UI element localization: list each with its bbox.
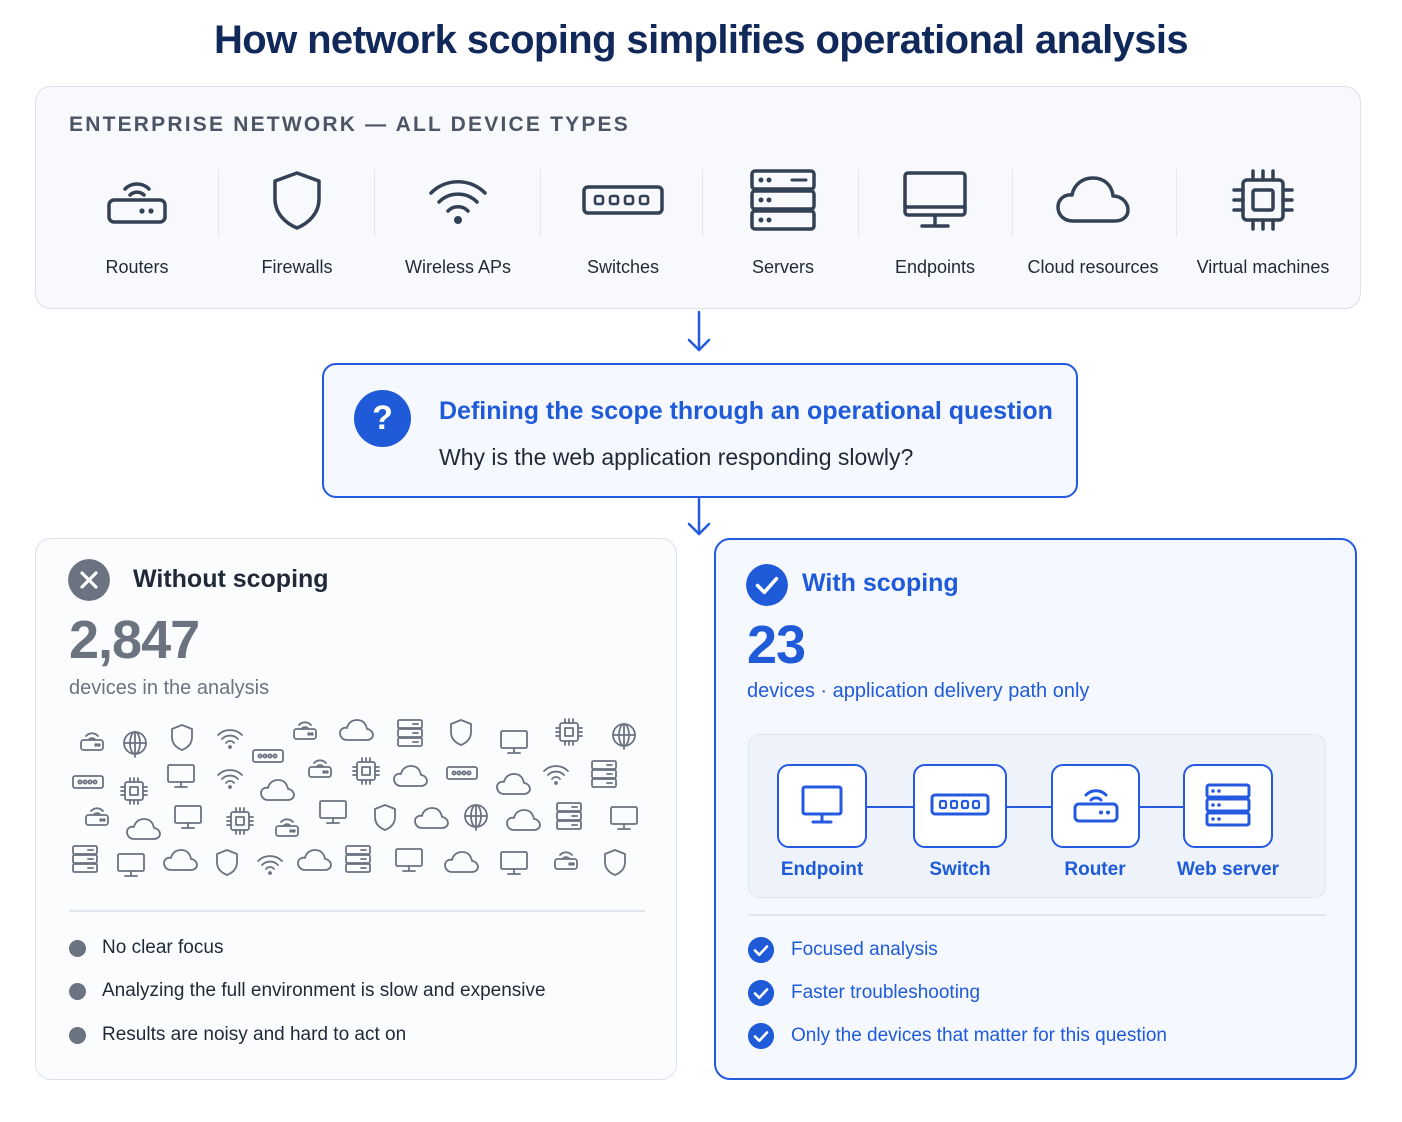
path-label: Switch bbox=[929, 859, 991, 880]
enterprise-network-panel: ENTERPRISE NETWORK — ALL DEVICE TYPES Ro… bbox=[35, 86, 1361, 309]
section-divider bbox=[748, 914, 1326, 916]
bullet-text: Results are noisy and hard to act on bbox=[102, 1024, 407, 1045]
check-icon bbox=[746, 564, 788, 606]
device-count: 2,847 bbox=[69, 610, 200, 670]
device-divider bbox=[218, 169, 219, 237]
enterprise-heading: ENTERPRISE NETWORK — ALL DEVICE TYPES bbox=[69, 113, 630, 136]
monitor-icon bbox=[801, 785, 843, 824]
path-node-endpoint bbox=[777, 764, 867, 848]
down-arrow-icon bbox=[687, 497, 711, 536]
path-node-router bbox=[1051, 764, 1140, 848]
with-scoping-panel: With scoping 23 devices · application de… bbox=[714, 538, 1357, 1080]
section-divider bbox=[69, 910, 645, 912]
bullet-text: Only the devices that matter for this qu… bbox=[791, 1025, 1167, 1046]
check-icon bbox=[748, 937, 774, 963]
question-text: Why is the web application responding sl… bbox=[439, 444, 914, 470]
page-title: How network scoping simplifies operation… bbox=[213, 18, 1189, 62]
device-divider bbox=[374, 169, 375, 237]
device-count: 23 bbox=[747, 615, 806, 675]
path-connector bbox=[1140, 806, 1183, 808]
operational-question-box: ? Defining the scope through an operatio… bbox=[322, 363, 1078, 498]
bullet-text: Faster troubleshooting bbox=[791, 982, 981, 1003]
device-count-caption: devices in the analysis bbox=[69, 677, 270, 699]
chip-icon bbox=[1232, 169, 1294, 231]
path-label: Router bbox=[1064, 859, 1126, 880]
device-type-label: Cloud resources bbox=[1027, 257, 1159, 277]
with-heading: With scoping bbox=[802, 569, 959, 597]
device-type-wireless-aps: Wireless APs bbox=[378, 167, 538, 277]
down-arrow-icon bbox=[687, 310, 711, 352]
device-type-label: Servers bbox=[751, 257, 814, 277]
device-type-label: Wireless APs bbox=[404, 257, 512, 277]
check-icon bbox=[748, 980, 774, 1006]
device-divider bbox=[540, 169, 541, 237]
device-divider bbox=[1012, 169, 1013, 237]
monitor-icon bbox=[903, 171, 967, 228]
check-icon bbox=[748, 1023, 774, 1049]
switch-icon bbox=[930, 793, 990, 816]
path-node-switch bbox=[913, 764, 1007, 848]
device-type-label: Endpoints bbox=[894, 257, 976, 277]
device-type-label: Switches bbox=[586, 257, 660, 277]
switch-icon bbox=[582, 185, 664, 215]
router-icon bbox=[1073, 789, 1118, 823]
x-icon bbox=[68, 559, 110, 601]
device-cloud bbox=[72, 718, 638, 877]
device-type-label: Firewalls bbox=[261, 257, 333, 277]
device-type-endpoints: Endpoints bbox=[855, 167, 1015, 277]
path-label: Web server bbox=[1176, 859, 1280, 880]
wifi-icon bbox=[429, 179, 487, 224]
bullet-dot bbox=[69, 1027, 86, 1044]
device-type-label: Routers bbox=[105, 257, 169, 277]
device-type-label: Virtual machines bbox=[1196, 257, 1330, 277]
path-node-web-server bbox=[1183, 764, 1273, 848]
device-type-firewalls: Firewalls bbox=[217, 167, 377, 277]
question-title: Defining the scope through an operationa… bbox=[439, 397, 1053, 425]
device-divider bbox=[1176, 169, 1177, 237]
bullet-text: Analyzing the full environment is slow a… bbox=[102, 980, 546, 1001]
bullet-dot bbox=[69, 940, 86, 957]
path-connector bbox=[866, 806, 913, 808]
device-divider bbox=[858, 169, 859, 237]
device-type-cloud-resources: Cloud resources bbox=[1013, 167, 1173, 277]
device-count-caption: devices · application delivery path only bbox=[747, 680, 1090, 702]
without-scoping-panel: Without scoping 2,847 devices in the ana… bbox=[35, 538, 677, 1080]
shield-icon bbox=[273, 171, 321, 230]
device-type-virtual-machines: Virtual machines bbox=[1183, 167, 1343, 277]
question-icon: ? bbox=[354, 390, 411, 447]
device-type-switches: Switches bbox=[543, 167, 703, 277]
server-icon bbox=[1205, 783, 1251, 827]
path-label: Endpoint bbox=[780, 859, 864, 880]
router-icon bbox=[107, 182, 167, 224]
delivery-path: Endpoint Switch bbox=[748, 734, 1326, 898]
cloud-icon bbox=[1056, 176, 1130, 223]
bullet-dot bbox=[69, 983, 86, 1000]
bullet-text: Focused analysis bbox=[791, 939, 938, 960]
device-type-servers: Servers bbox=[703, 167, 863, 277]
device-type-routers: Routers bbox=[57, 167, 217, 277]
server-icon bbox=[750, 169, 816, 231]
bullet-text: No clear focus bbox=[102, 937, 224, 958]
device-divider bbox=[702, 169, 703, 237]
path-connector bbox=[1007, 806, 1051, 808]
without-heading: Without scoping bbox=[133, 565, 329, 593]
